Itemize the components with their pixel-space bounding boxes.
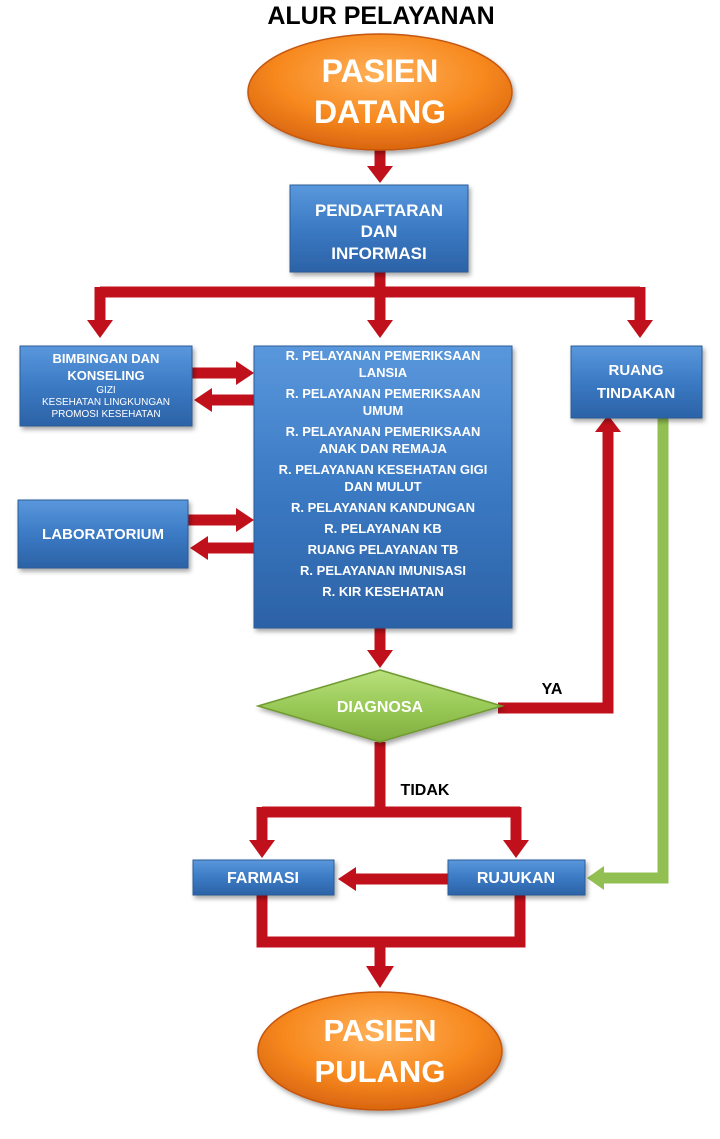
referral-box bbox=[447, 859, 586, 896]
laboratory-box bbox=[17, 499, 189, 569]
start-node bbox=[247, 33, 513, 151]
diagnosis-label: DIAGNOSA bbox=[337, 699, 424, 716]
services-list: R. PELAYANAN PEMERIKSAAN LANSIA R. PELAYAN… bbox=[279, 348, 488, 599]
counseling-sub2: KESEHATAN LINGKUNGAN bbox=[42, 397, 170, 408]
referral-label: RUJUKAN bbox=[477, 870, 555, 887]
end-node bbox=[257, 991, 503, 1111]
counseling-line1: BIMBINGAN DAN bbox=[53, 351, 160, 366]
counseling-box bbox=[19, 345, 193, 427]
service-item-1-line1: R. PELAYANAN PEMERIKSAAN bbox=[286, 348, 481, 363]
arrow-start-to-registration bbox=[367, 150, 393, 183]
service-item-3-line1: R. PELAYANAN PEMERIKSAAN bbox=[286, 424, 481, 439]
diagnosis-yes-label: YA bbox=[542, 681, 563, 698]
registration-line2: DAN bbox=[361, 222, 398, 241]
arrows-counseling-services bbox=[192, 361, 254, 412]
service-item-4-line2: DAN MULUT bbox=[344, 479, 421, 494]
diagnosis-no-label: TIDAK bbox=[401, 782, 450, 799]
start-label-line1: PASIEN bbox=[322, 53, 439, 89]
action-room-line1: RUANG bbox=[609, 362, 664, 379]
registration-box bbox=[289, 184, 469, 273]
service-item-8-line1: R. PELAYANAN IMUNISASI bbox=[300, 563, 466, 578]
service-item-6-line1: R. PELAYANAN KB bbox=[324, 521, 442, 536]
service-item-5-line1: R. PELAYANAN KANDUNGAN bbox=[291, 500, 475, 515]
service-item-2-line2: UMUM bbox=[363, 403, 403, 418]
page-title: ALUR PELAYANAN bbox=[267, 2, 494, 30]
pharmacy-box bbox=[192, 859, 335, 896]
registration-line1: PENDAFTARAN bbox=[315, 201, 443, 220]
action-room-line2: TINDAKAN bbox=[597, 385, 675, 402]
arrows-laboratory-services bbox=[188, 508, 254, 560]
end-label-line1: PASIEN bbox=[323, 1013, 436, 1048]
service-item-2-line1: R. PELAYANAN PEMERIKSAAN bbox=[286, 386, 481, 401]
end-label-line2: PULANG bbox=[315, 1054, 446, 1089]
arrow-diagnosis-yes-to-action bbox=[498, 415, 621, 714]
service-item-3-line2: ANAK DAN REMAJA bbox=[319, 441, 447, 456]
counseling-sub1: GIZI bbox=[96, 385, 115, 396]
service-item-9-line1: R. KIR KESEHATAN bbox=[322, 584, 444, 599]
registration-line3: INFORMASI bbox=[331, 244, 426, 263]
services-box bbox=[253, 345, 513, 629]
service-item-1-line2: LANSIA bbox=[359, 365, 408, 380]
counseling-line2: KONSELING bbox=[67, 368, 144, 383]
pharmacy-label: FARMASI bbox=[227, 870, 299, 887]
arrow-registration-to-branches bbox=[87, 272, 653, 338]
arrow-to-end bbox=[256, 895, 526, 988]
arrow-services-to-diagnosis bbox=[367, 628, 393, 668]
action-room-box bbox=[570, 345, 703, 419]
laboratory-label: LABORATORIUM bbox=[42, 526, 164, 543]
counseling-sub3: PROMOSI KESEHATAN bbox=[51, 409, 160, 420]
arrow-referral-to-pharmacy bbox=[338, 867, 448, 891]
start-label-line2: DATANG bbox=[314, 94, 446, 130]
arrow-diagnosis-no bbox=[249, 742, 529, 858]
diagnosis-decision bbox=[255, 669, 505, 743]
service-item-4-line1: R. PELAYANAN KESEHATAN GIGI bbox=[279, 462, 488, 477]
arrow-action-to-referral bbox=[587, 418, 669, 890]
service-item-7-line1: RUANG PELAYANAN TB bbox=[308, 542, 459, 557]
